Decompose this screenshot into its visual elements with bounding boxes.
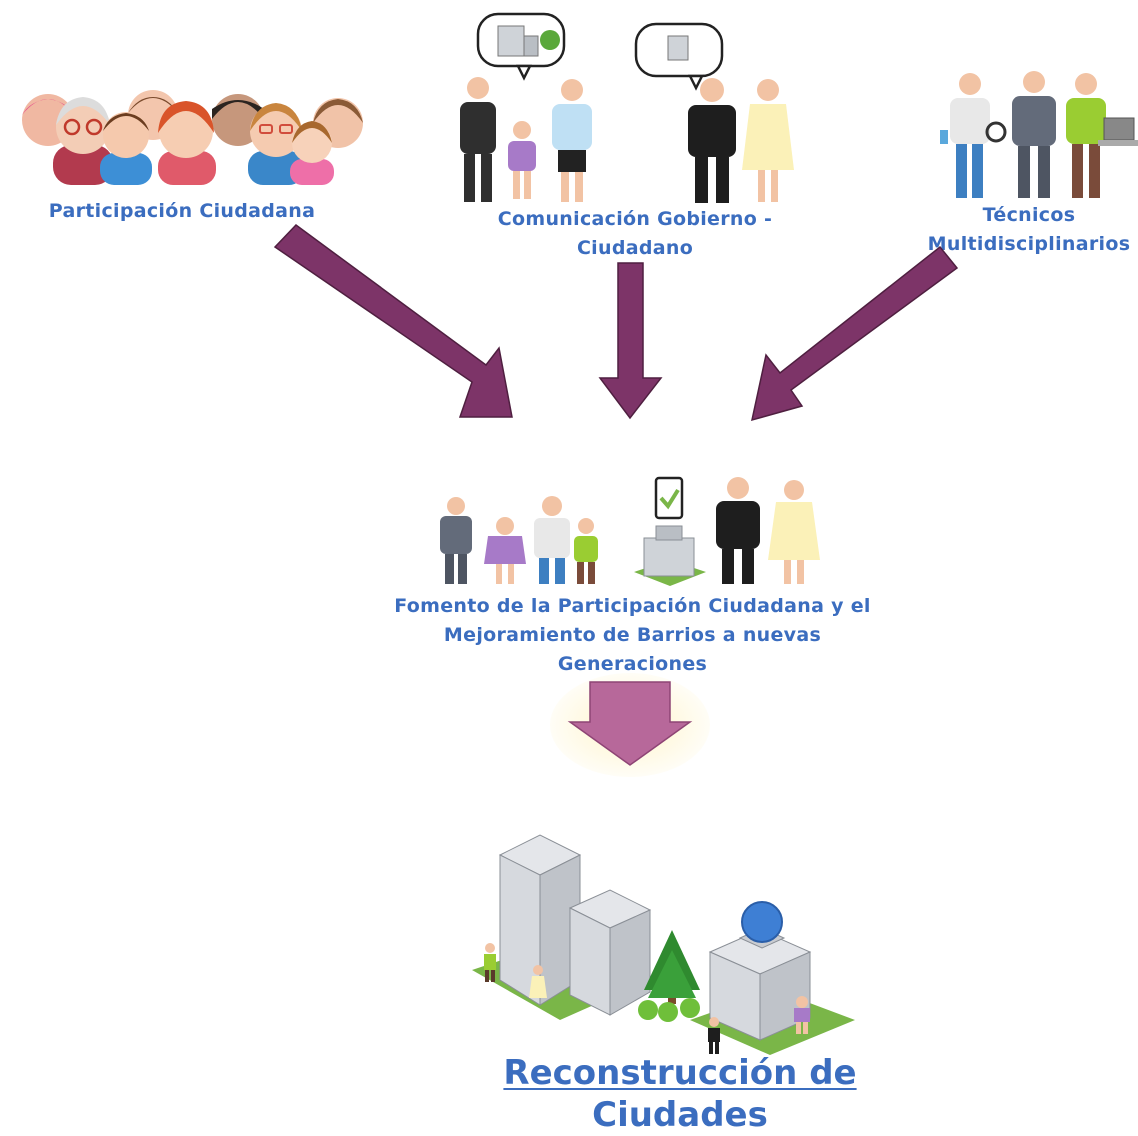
boy-green-figure xyxy=(574,518,598,584)
tiny-person-purple xyxy=(794,996,810,1034)
label-tecnicos-line2: Multidisciplinarios xyxy=(927,233,1131,255)
face-redhead xyxy=(158,101,216,185)
face-girl xyxy=(290,121,334,185)
technicians-team-icon xyxy=(940,71,1138,198)
technician-woman xyxy=(1012,71,1056,198)
bush-1 xyxy=(638,1000,658,1020)
citizen-crowd-icon xyxy=(22,90,363,185)
label-comunicacion-line2: Ciudadano xyxy=(576,237,694,259)
tiny-person-green xyxy=(484,943,496,982)
label-fomento-line2: Mejoramiento de Barrios a nuevas xyxy=(443,624,822,646)
label-reconstruccion-ciudades: Reconstrucción de Ciudades xyxy=(480,1052,880,1136)
technician-with-magnifier xyxy=(940,73,1007,198)
label-tecnicos-multidisciplinarios: Técnicos Multidisciplinarios xyxy=(920,201,1138,259)
woman-yellow-dress-figure-2 xyxy=(768,480,820,584)
globe-icon xyxy=(741,901,783,943)
label-fomento-line1: Fomento de la Participación Ciudadana y … xyxy=(394,595,871,617)
arrow-center-down xyxy=(598,262,663,420)
arrow-right-to-center xyxy=(751,245,959,422)
label-reconstruccion-line1: Reconstrucción de xyxy=(503,1053,857,1093)
small-building-icon xyxy=(634,525,706,586)
label-participacion-ciudadana: Participación Ciudadana xyxy=(48,200,316,222)
bush-2 xyxy=(658,1002,678,1022)
approved-checkbox-icon xyxy=(654,476,684,520)
woman-gray-suit-figure xyxy=(440,497,472,584)
label-fomento-line3: Generaciones xyxy=(557,653,708,675)
face-glasses-woman xyxy=(248,103,304,185)
man-suit-figure xyxy=(460,77,496,202)
face-grandma xyxy=(53,97,113,185)
tiny-person-yellow xyxy=(529,965,547,998)
arrow-left-to-center xyxy=(273,224,513,418)
label-fomento-participacion: Fomento de la Participación Ciudadana y … xyxy=(360,592,905,679)
government-citizen-dialogue-icon xyxy=(460,12,794,203)
tall-building-left xyxy=(498,834,652,1016)
families-approved-building-icon xyxy=(440,476,820,586)
label-tecnicos-line1: Técnicos xyxy=(982,204,1076,226)
man-white-shirt-figure xyxy=(534,496,570,584)
pine-tree xyxy=(644,930,700,1004)
technician-with-laptop xyxy=(1066,73,1138,198)
label-reconstruccion-line2: Ciudades xyxy=(592,1095,768,1135)
tiny-person-suit xyxy=(708,1017,720,1054)
arrow-big-down xyxy=(567,681,693,766)
official-man-figure xyxy=(688,78,736,203)
speech-bubble-building-icon xyxy=(634,22,724,91)
woman-figure xyxy=(552,79,592,202)
city-buildings-icon xyxy=(472,834,855,1055)
speech-bubble-buildings-icon xyxy=(476,12,566,81)
official-man-figure-2 xyxy=(716,477,760,584)
girl-figure xyxy=(508,121,536,199)
label-comunicacion-line1: Comunicación Gobierno - xyxy=(497,208,773,230)
girl-purple-figure xyxy=(484,517,526,584)
bush-3 xyxy=(680,998,700,1018)
label-comunicacion-gobierno-ciudadano: Comunicación Gobierno - Ciudadano xyxy=(470,205,800,263)
face-boy xyxy=(100,112,152,185)
woman-yellow-dress-figure xyxy=(742,79,794,202)
